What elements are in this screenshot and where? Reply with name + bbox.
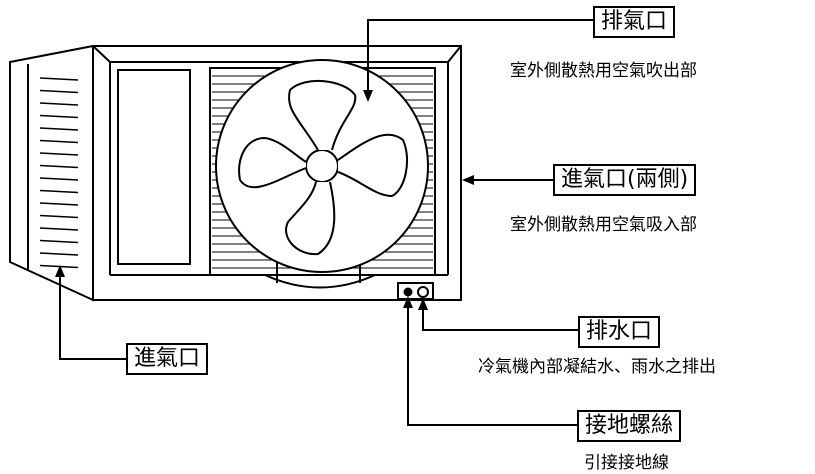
intake-slat <box>39 189 79 194</box>
drain-ground-box <box>397 282 434 300</box>
intake-slat <box>39 264 79 269</box>
intake-slat <box>39 89 79 94</box>
drain-description: 冷氣機內部凝結水、雨水之排出 <box>478 357 716 377</box>
fan-blade <box>288 79 357 151</box>
intake-slat <box>39 77 79 81</box>
fan <box>215 59 429 273</box>
intake-slat <box>39 227 79 231</box>
drain-label: 排水口 <box>578 316 661 348</box>
ground-screw-description: 引接接地線 <box>584 453 669 473</box>
exhaust-description: 室外側散熱用空氣吹出部 <box>510 61 697 81</box>
intake-slat <box>39 102 79 106</box>
left-intake-slats <box>39 77 79 269</box>
intake-slat <box>39 252 79 256</box>
intake-slat <box>39 127 79 131</box>
fan-blade <box>285 181 336 256</box>
fan-blade <box>238 136 307 189</box>
exhaust-label: 排氣口 <box>593 6 676 38</box>
intake-slat <box>39 202 79 206</box>
intake-slat <box>39 214 79 219</box>
left-recessed-panel <box>117 69 191 265</box>
intake-slat <box>39 139 79 144</box>
left-intake-label: 進氣口 <box>126 343 209 375</box>
left-side-panel <box>9 44 94 302</box>
leader-lines <box>55 19 593 426</box>
ground-screw-label: 接地螺絲 <box>577 410 682 442</box>
intake-slat <box>39 164 79 169</box>
intake-slat <box>39 152 79 156</box>
intake-slat <box>39 239 79 244</box>
fan-blade <box>337 133 409 198</box>
side-intake-description: 室外側散熱用空氣吸入部 <box>510 215 697 235</box>
side-intake-label: 進氣口(兩側) <box>553 164 697 196</box>
intake-slat <box>39 114 79 119</box>
grille-bottom-tab <box>264 274 376 289</box>
intake-slat <box>39 177 79 181</box>
